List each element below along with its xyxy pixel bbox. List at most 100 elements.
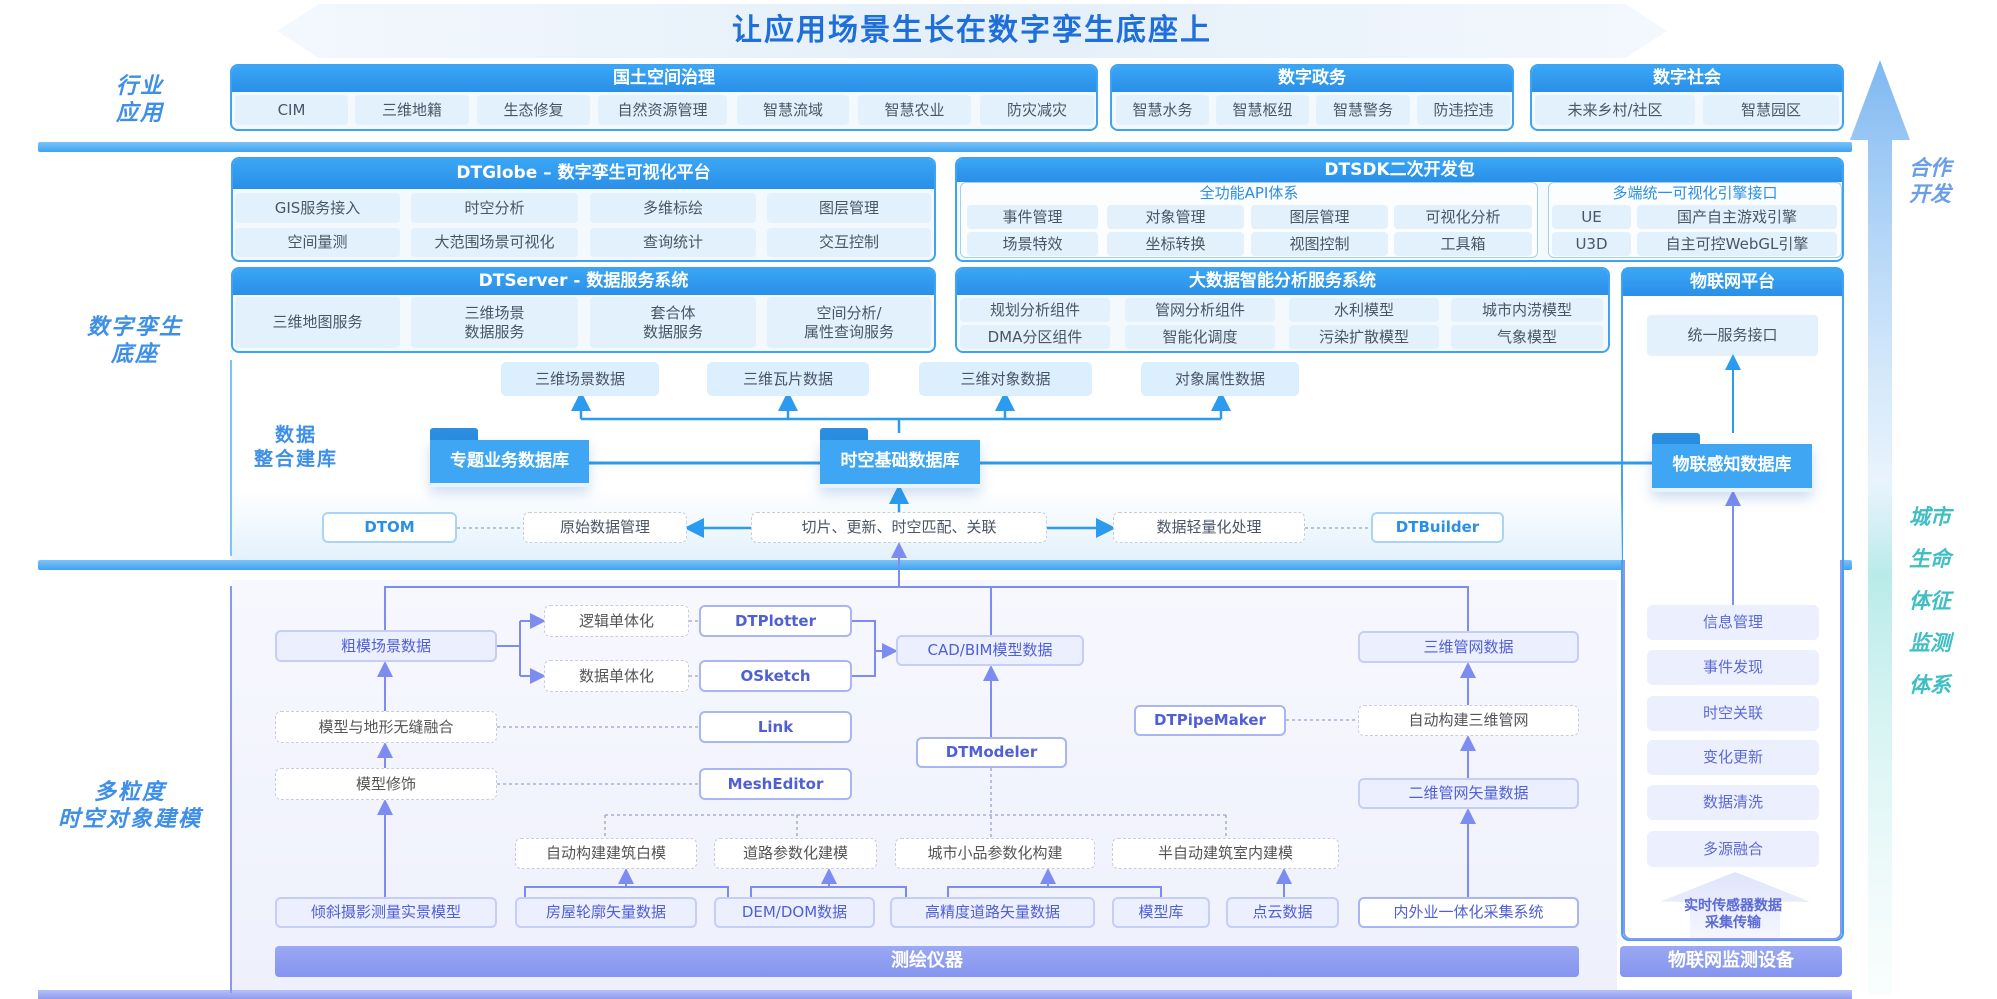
bigdata-item[interactable]: 管网分析组件 — [1125, 298, 1275, 322]
app-item[interactable]: 三维地籍 — [355, 95, 469, 125]
cad-bim-data[interactable]: CAD/BIM模型数据 — [896, 635, 1084, 666]
iot-item[interactable]: 数据清洗 — [1647, 785, 1819, 820]
collection-system[interactable]: 内外业一体化采集系统 — [1358, 897, 1579, 928]
logical-singulation[interactable]: 逻辑单体化 — [544, 605, 689, 637]
dtmodeler-tool[interactable]: DTModeler — [916, 737, 1067, 768]
app-item[interactable]: 生态修复 — [477, 95, 590, 125]
label-monitor-5: 体系 — [1909, 672, 1951, 697]
output-tile-data[interactable]: 三维瓦片数据 — [707, 362, 869, 396]
folder-tab-icon — [1652, 433, 1700, 446]
model-library[interactable]: 模型库 — [1112, 897, 1210, 928]
output-object-data[interactable]: 三维对象数据 — [919, 362, 1092, 396]
api-item[interactable]: 场景特效 — [967, 232, 1098, 256]
app-item[interactable]: 智慧园区 — [1703, 95, 1839, 125]
auto-building-model[interactable]: 自动构建建筑白模 — [515, 838, 697, 869]
engine-item[interactable]: 自主可控WebGL引擎 — [1637, 232, 1837, 256]
engine-item[interactable]: U3D — [1552, 232, 1631, 256]
api-item[interactable]: 工具箱 — [1394, 232, 1532, 256]
point-cloud-data[interactable]: 点云数据 — [1226, 897, 1339, 928]
app-item[interactable]: 智慧水务 — [1116, 95, 1209, 125]
dtbuilder-tool[interactable]: DTBuilder — [1371, 512, 1504, 543]
auto-pipe-build[interactable]: 自动构建三维管网 — [1358, 705, 1579, 736]
app-item[interactable]: 防违控违 — [1417, 95, 1510, 125]
dtglobe-item[interactable]: 时空分析 — [411, 193, 578, 223]
mesheditor-tool[interactable]: MeshEditor — [699, 768, 852, 800]
iot-item[interactable]: 多源融合 — [1647, 831, 1819, 867]
bigdata-item[interactable]: 城市内涝模型 — [1451, 298, 1603, 322]
api-item[interactable]: 对象管理 — [1107, 205, 1244, 229]
app-item[interactable]: 防灾减灾 — [980, 95, 1094, 125]
dtplotter-tool[interactable]: DTPlotter — [699, 605, 852, 637]
dtglobe-item[interactable]: 大范围场景可视化 — [411, 228, 578, 257]
dtglobe-item[interactable]: 查询统计 — [590, 228, 756, 257]
pipe-3d-data[interactable]: 三维管网数据 — [1358, 631, 1579, 663]
dtserver-item[interactable]: 套合体 数据服务 — [590, 297, 756, 348]
app-item[interactable]: 智慧枢纽 — [1216, 95, 1309, 125]
dtserver-item[interactable]: 三维地图服务 — [235, 297, 400, 348]
road-parametric-model[interactable]: 道路参数化建模 — [714, 838, 877, 869]
app-item[interactable]: 智慧警务 — [1316, 95, 1410, 125]
bigdata-item[interactable]: 气象模型 — [1451, 325, 1603, 349]
dtserver-item[interactable]: 空间分析/ 属性查询服务 — [767, 297, 931, 348]
base-database[interactable]: 时空基础数据库 — [820, 440, 980, 488]
label-base: 数字孪生 底座 — [86, 314, 183, 368]
bigdata-item[interactable]: 水利模型 — [1289, 298, 1439, 322]
bigdata-item[interactable]: 智能化调度 — [1125, 325, 1275, 349]
dtglobe-item[interactable]: 图层管理 — [767, 193, 931, 223]
iot-item[interactable]: 变化更新 — [1647, 740, 1819, 775]
title-banner — [277, 4, 1667, 58]
iot-database[interactable]: 物联感知数据库 — [1652, 444, 1812, 492]
app-item[interactable]: 未来乡村/社区 — [1535, 95, 1695, 125]
api-item[interactable]: 事件管理 — [967, 205, 1098, 229]
dtglobe-item[interactable]: GIS服务接入 — [235, 193, 400, 223]
app-group-title: 数字政务 — [1112, 66, 1512, 92]
dem-dom-data[interactable]: DEM/DOM数据 — [714, 897, 875, 928]
label-monitor-4: 监测 — [1909, 630, 1951, 655]
app-item[interactable]: CIM — [235, 95, 348, 125]
pipe-2d-data[interactable]: 二维管网矢量数据 — [1358, 778, 1579, 809]
dtglobe-item[interactable]: 交互控制 — [767, 228, 931, 257]
api-item[interactable]: 坐标转换 — [1107, 232, 1244, 256]
integration-frame-line — [230, 360, 232, 556]
data-processing[interactable]: 切片、更新、时空匹配、关联 — [751, 512, 1047, 543]
data-singulation[interactable]: 数据单体化 — [544, 660, 689, 692]
engine-item[interactable]: 国产自主游戏引擎 — [1637, 205, 1837, 229]
iot-item[interactable]: 事件发现 — [1647, 650, 1819, 685]
iot-service-interface[interactable]: 统一服务接口 — [1647, 315, 1818, 356]
link-tool[interactable]: Link — [699, 711, 852, 743]
dtglobe-item[interactable]: 多维标绘 — [590, 193, 756, 223]
model-decoration[interactable]: 模型修饰 — [275, 768, 497, 800]
bigdata-item[interactable]: DMA分区组件 — [960, 325, 1110, 349]
coarse-scene-data[interactable]: 粗模场景数据 — [275, 630, 497, 662]
dtom-tool[interactable]: DTOM — [322, 512, 457, 543]
output-scene-data[interactable]: 三维场景数据 — [501, 362, 659, 396]
api-item[interactable]: 图层管理 — [1251, 205, 1388, 229]
output-attribute-data[interactable]: 对象属性数据 — [1141, 362, 1299, 396]
label-monitor-1: 城市 — [1909, 504, 1951, 529]
api-item[interactable]: 视图控制 — [1251, 232, 1388, 256]
label-cooperate: 合作 开发 — [1909, 155, 1951, 206]
app-item[interactable]: 智慧流域 — [737, 95, 849, 125]
dtpipemaker-tool[interactable]: DTPipeMaker — [1134, 705, 1286, 736]
bigdata-item[interactable]: 规划分析组件 — [960, 298, 1110, 322]
oblique-model[interactable]: 倾斜摄影测量实景模型 — [275, 897, 497, 928]
data-lightweight[interactable]: 数据轻量化处理 — [1113, 512, 1305, 543]
building-outline-data[interactable]: 房屋轮廓矢量数据 — [515, 897, 697, 928]
thematic-database[interactable]: 专题业务数据库 — [430, 440, 589, 487]
label-modeling: 多粒度 时空对象建模 — [57, 779, 202, 833]
indoor-model[interactable]: 半自动建筑室内建模 — [1112, 838, 1339, 869]
app-item[interactable]: 自然资源管理 — [598, 95, 727, 125]
osketch-tool[interactable]: OSketch — [699, 660, 852, 692]
iot-item[interactable]: 时空关联 — [1647, 696, 1819, 731]
road-vector-data[interactable]: 高精度道路矢量数据 — [890, 897, 1095, 928]
terrain-fusion[interactable]: 模型与地形无缝融合 — [275, 711, 497, 743]
app-item[interactable]: 智慧农业 — [858, 95, 971, 125]
dtserver-item[interactable]: 三维场景 数据服务 — [411, 297, 578, 348]
dtglobe-item[interactable]: 空间量测 — [235, 228, 400, 257]
city-furniture-model[interactable]: 城市小品参数化构建 — [895, 838, 1095, 869]
raw-data-management[interactable]: 原始数据管理 — [523, 512, 687, 543]
bigdata-item[interactable]: 污染扩散模型 — [1289, 325, 1439, 349]
engine-item[interactable]: UE — [1552, 205, 1631, 229]
iot-item[interactable]: 信息管理 — [1647, 605, 1819, 640]
api-item[interactable]: 可视化分析 — [1394, 205, 1532, 229]
